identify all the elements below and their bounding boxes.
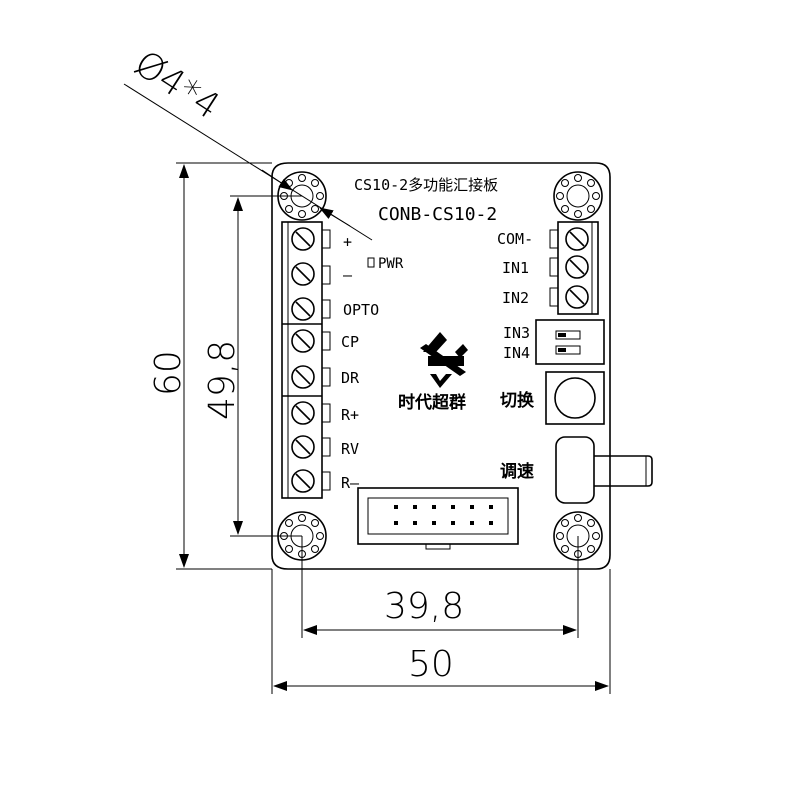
terminal-label-r-plus: R+ (341, 406, 359, 424)
terminal-label-opto: OPTO (343, 301, 379, 319)
left-screw-3-slot (295, 333, 311, 349)
idc-pin (432, 521, 436, 525)
left-screw-4-slot (295, 369, 311, 385)
terminal-label-r-minus: R– (341, 474, 360, 492)
left-screw-5-slot (295, 405, 311, 421)
idc-pin (470, 505, 474, 509)
idc-pin (413, 521, 417, 525)
left-screw-0 (291, 227, 315, 251)
terminal-label-in2: IN2 (502, 289, 529, 307)
idc-header (357, 487, 519, 550)
pwr-led (367, 257, 375, 268)
mount-hole-top-right (553, 171, 603, 221)
switch-label: 切换 (500, 390, 535, 410)
dim-width-inner (301, 536, 579, 638)
terminal-label-plus: + (343, 233, 352, 251)
dip-labels: IN3 IN4 (503, 324, 530, 362)
right-terminal-block (549, 221, 599, 315)
right-screw-0-slot (569, 231, 585, 247)
dip-label-in3: IN3 (503, 324, 530, 342)
left-screw-7-slot (295, 473, 311, 489)
terminal-label-in1: IN1 (502, 259, 529, 277)
left-screw-1-slot (295, 266, 311, 282)
terminal-label-dr: DR (341, 369, 360, 387)
left-screw-6 (291, 435, 315, 459)
left-screw-2-slot (295, 301, 311, 317)
right-screw-1 (565, 255, 589, 279)
terminal-label-minus: – (343, 266, 353, 284)
dim-width-outer (271, 569, 611, 694)
left-screw-5 (291, 401, 315, 425)
board-title: CS10-2多功能汇接板 (354, 176, 498, 194)
board-model: CONB-CS10-2 (378, 204, 497, 225)
right-screw-2 (565, 285, 589, 309)
right-screw-1-slot (569, 259, 585, 275)
speed-potentiometer (555, 436, 653, 504)
idc-pin (451, 521, 455, 525)
idc-pin (489, 505, 493, 509)
idc-pin (451, 505, 455, 509)
right-screw-0 (565, 227, 589, 251)
left-screw-6-slot (295, 439, 311, 455)
dip-switch (535, 319, 605, 365)
idc-pin (432, 505, 436, 509)
switch-button (545, 371, 605, 425)
idc-pin (394, 521, 398, 525)
left-screw-7 (291, 469, 315, 493)
left-screw-2 (291, 297, 315, 321)
dim-height-outer-label: 60 (148, 350, 189, 396)
dim-height-outer (176, 162, 272, 570)
dim-height-inner-label: 49,8 (202, 340, 243, 420)
left-screw-1 (291, 262, 315, 286)
pwr-label: PWR (378, 256, 404, 272)
idc-pin (489, 521, 493, 525)
terminal-label-rv: RV (341, 440, 359, 458)
left-screw-4 (291, 365, 315, 389)
right-terminal-labels: COM- IN1 IN2 (497, 230, 533, 307)
right-screw-2-slot (569, 289, 585, 305)
idc-pin (413, 505, 417, 509)
terminal-label-com: COM- (497, 230, 533, 248)
left-screw-0-slot (295, 231, 311, 247)
idc-pin (470, 521, 474, 525)
left-terminal-block (281, 221, 331, 499)
hole-dimension: Ø4*4 (127, 43, 227, 128)
left-terminal-labels: + – OPTO CP DR R+ RV R– (341, 233, 379, 492)
board-outline (271, 162, 611, 570)
speed-label: 调速 (500, 461, 534, 481)
dim-width-inner-label: 39,8 (384, 586, 464, 627)
terminal-label-cp: CP (341, 333, 359, 351)
dim-width-outer-label: 50 (408, 644, 454, 685)
brand-logo (420, 332, 468, 388)
hole-callout (123, 83, 373, 241)
dim-height-inner (230, 195, 302, 537)
idc-pin (394, 505, 398, 509)
brand-name: 时代超群 (398, 392, 466, 412)
dip-label-in4: IN4 (503, 344, 530, 362)
left-screw-3 (291, 329, 315, 353)
